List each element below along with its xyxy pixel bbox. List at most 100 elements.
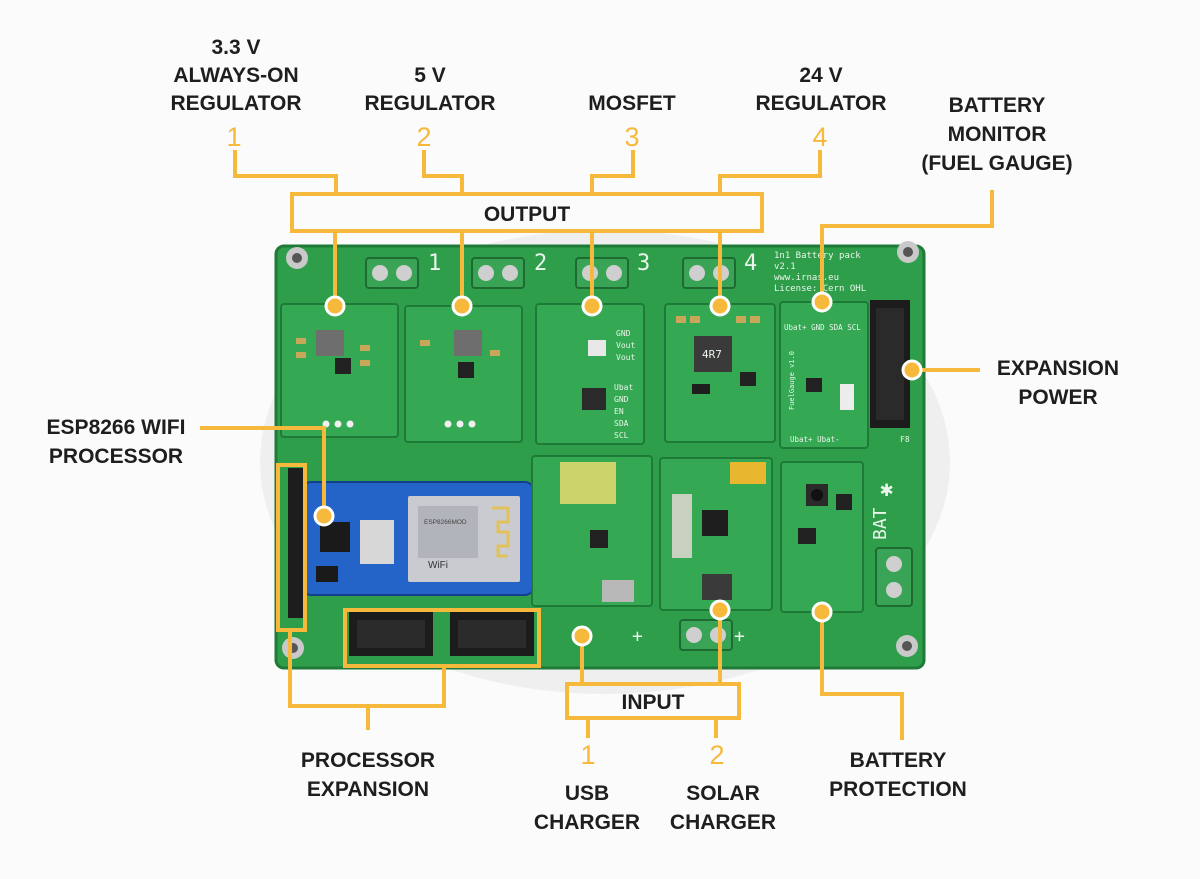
output-number-3: 3 bbox=[624, 122, 639, 152]
pcb-edge bbox=[274, 244, 926, 670]
gear-icon: ✱ bbox=[880, 477, 893, 502]
leader-output-4 bbox=[718, 150, 822, 194]
mounting-hole-top-right bbox=[897, 241, 919, 263]
mosfet-pin-4: Ubat bbox=[614, 383, 633, 392]
board-title: 1n1 Battery pack bbox=[774, 251, 861, 261]
leader-lines bbox=[200, 150, 994, 740]
output-bracket bbox=[290, 192, 764, 233]
label-output: OUTPUT bbox=[484, 203, 571, 226]
label-5v-line1: 5 V bbox=[414, 64, 446, 87]
mosfet-pin-5: GND bbox=[614, 395, 629, 404]
label-24v-line1: 24 V bbox=[799, 64, 842, 87]
input-number-1: 1 bbox=[580, 740, 595, 770]
label-expansion-power-line1: EXPANSION bbox=[997, 357, 1119, 380]
leader-battery-protection bbox=[820, 612, 904, 740]
mounting-hole-top-left bbox=[286, 247, 308, 269]
board-site: www.irnas.eu bbox=[774, 273, 839, 283]
label-3v3-line1: 3.3 V bbox=[211, 36, 260, 59]
dot-expansion-power bbox=[901, 359, 923, 381]
output-terminal-3 bbox=[575, 257, 629, 289]
label-input: INPUT bbox=[622, 691, 685, 714]
board-version: v2.1 bbox=[774, 262, 796, 272]
dot-esp bbox=[313, 505, 335, 527]
terminal-mark-4: 4 bbox=[744, 251, 757, 276]
label-3v3-line3: REGULATOR bbox=[170, 92, 301, 115]
bat-mark: BAT bbox=[870, 507, 891, 540]
dot-solar-charger bbox=[709, 599, 731, 621]
terminal-mark-2: 2 bbox=[534, 251, 547, 276]
fuel-gauge-name: FuelGauge v1.0 bbox=[788, 351, 796, 410]
connection-dots bbox=[313, 291, 923, 647]
dot-mosfet bbox=[581, 295, 603, 317]
label-esp-line1: ESP8266 WIFI bbox=[47, 416, 186, 439]
label-usb-charger-line1: USB bbox=[565, 782, 609, 805]
esp-side-bracket bbox=[276, 463, 307, 632]
terminal-mark-1: 1 bbox=[428, 251, 441, 276]
esp8266-board: WiFi ESP8266MOD bbox=[302, 481, 534, 596]
label-fuel-gauge-line1: BATTERY bbox=[949, 94, 1046, 117]
leader-output-3 bbox=[590, 150, 635, 194]
input-plus-mark: + bbox=[734, 626, 745, 647]
output-number-4: 4 bbox=[812, 122, 827, 152]
battery-terminal bbox=[875, 547, 913, 607]
leader-esp bbox=[200, 426, 326, 516]
label-fuel-gauge-line2: MONITOR bbox=[948, 123, 1047, 146]
module-usb-charger bbox=[531, 455, 653, 607]
output-number-2: 2 bbox=[416, 122, 431, 152]
input-minus-plus: + bbox=[632, 626, 643, 647]
module-5v-regulator bbox=[404, 305, 523, 443]
module-fuel-gauge: Ubat+ GND SDA SCL R010 FuelGauge v1.0 Ub… bbox=[779, 301, 869, 449]
leader-fuel-gauge bbox=[820, 190, 994, 302]
dot-3v3 bbox=[324, 295, 346, 317]
mosfet-pin-1: GND bbox=[616, 329, 631, 338]
dot-fuel-gauge bbox=[811, 291, 833, 313]
output-terminal-1 bbox=[365, 257, 419, 289]
fuel-gauge-bottom-pins: Ubat+ Ubat- bbox=[790, 435, 840, 444]
processor-expansion-header-1 bbox=[349, 612, 433, 656]
label-solar-charger-line1: SOLAR bbox=[686, 782, 760, 805]
mosfet-pin-8: SCL bbox=[614, 431, 629, 440]
module-24v-regulator: 4R7 bbox=[664, 303, 776, 443]
module-solar-charger bbox=[659, 457, 773, 611]
label-fuel-gauge-line3: (FUEL GAUGE) bbox=[921, 152, 1072, 175]
output-terminal-4 bbox=[682, 257, 736, 289]
input-bracket bbox=[565, 682, 741, 720]
expansion-power-header bbox=[870, 300, 910, 428]
mosfet-pin-6: EN bbox=[614, 407, 624, 416]
leader-output-1 bbox=[233, 150, 338, 194]
label-battery-protection-line2: PROTECTION bbox=[829, 778, 967, 801]
label-proc-exp-line2: EXPANSION bbox=[307, 778, 429, 801]
module-3v3-regulator bbox=[280, 303, 399, 438]
terminal-mark-3: 3 bbox=[637, 251, 650, 276]
module-battery-protection bbox=[780, 461, 864, 613]
input-number-2: 2 bbox=[709, 740, 724, 770]
label-5v-line2: REGULATOR bbox=[364, 92, 495, 115]
pcb-board: 1 2 3 4 1n1 Battery pack v2.1 www.irnas.… bbox=[260, 230, 950, 694]
processor-expansion-header-2 bbox=[450, 612, 534, 656]
output-terminal-2 bbox=[471, 257, 525, 289]
dot-24v bbox=[709, 295, 731, 317]
label-3v3-line2: ALWAYS-ON bbox=[173, 64, 298, 87]
label-esp-line2: PROCESSOR bbox=[49, 445, 183, 468]
input-terminal bbox=[679, 619, 733, 651]
leader-output-2 bbox=[422, 150, 464, 194]
esp-chip-label: ESP8266MOD bbox=[424, 519, 467, 526]
fuel-gauge-pins: Ubat+ GND SDA SCL bbox=[784, 323, 861, 332]
mosfet-pin-2: Vout bbox=[616, 341, 635, 350]
output-number-1: 1 bbox=[226, 122, 241, 152]
fuel-gauge-resistor: R010 bbox=[846, 389, 854, 406]
mosfet-pin-3: Vout bbox=[616, 353, 635, 362]
mounting-hole-bottom-left bbox=[282, 637, 304, 659]
labels: 3.3 V ALWAYS-ON REGULATOR 1 5 V REGULATO… bbox=[47, 36, 1120, 834]
label-proc-exp-line1: PROCESSOR bbox=[301, 749, 435, 772]
module-mosfet: GND Vout Vout Ubat GND EN SDA SCL bbox=[535, 303, 645, 445]
dot-battery-protection bbox=[811, 601, 833, 623]
label-usb-charger-line2: CHARGER bbox=[534, 811, 640, 834]
label-24v-line2: REGULATOR bbox=[755, 92, 886, 115]
label-mosfet: MOSFET bbox=[588, 92, 676, 115]
mounting-hole-bottom-right bbox=[896, 635, 918, 657]
label-battery-protection-line1: BATTERY bbox=[850, 749, 947, 772]
label-solar-charger-line2: CHARGER bbox=[670, 811, 776, 834]
